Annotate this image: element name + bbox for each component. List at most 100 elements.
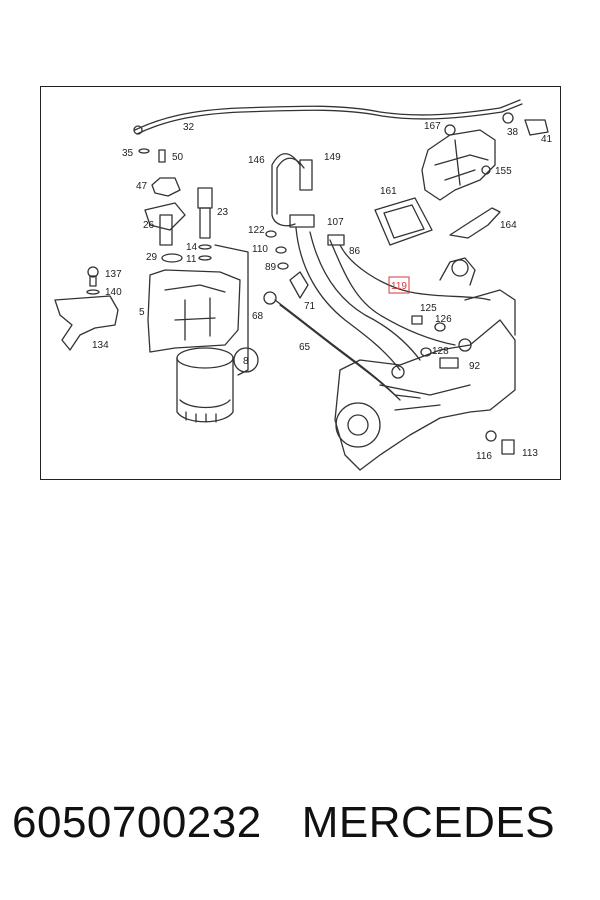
callout-92: 92	[469, 361, 481, 372]
washer-140	[86, 289, 100, 295]
callout-26: 26	[143, 220, 155, 231]
diagram-frame	[40, 86, 561, 480]
callout-125: 125	[420, 303, 437, 314]
seal-35	[138, 148, 150, 154]
fitting-35	[133, 125, 143, 135]
callout-11: 11	[186, 254, 197, 265]
gasket-161-inner	[383, 204, 425, 239]
washer-116	[485, 430, 497, 442]
callout-29: 29	[146, 252, 158, 263]
callout-110: 110	[252, 244, 268, 255]
callout-5: 5	[139, 307, 145, 318]
callout-155: 155	[495, 166, 512, 177]
seal-126	[434, 322, 446, 332]
pump-flange	[335, 402, 381, 448]
fuel-line-d	[339, 244, 491, 301]
filter-housing-5-detail	[164, 284, 226, 341]
bolt-137-shank	[89, 275, 97, 287]
fitting-155	[481, 165, 491, 175]
pump-flange-inner	[347, 414, 369, 436]
governor-155	[421, 129, 496, 201]
callout-89: 89	[265, 262, 277, 273]
callout-circle-8	[233, 347, 259, 373]
banjo-fitting	[391, 365, 405, 379]
part-167	[444, 124, 456, 136]
callout-86: 86	[349, 246, 361, 257]
valve-26	[159, 214, 173, 246]
fuel-line-a	[295, 227, 401, 371]
valve-149	[299, 159, 313, 191]
callout-38: 38	[507, 127, 519, 138]
callout-68: 68	[252, 311, 264, 322]
fitting-23-lower	[199, 207, 211, 239]
bracket-134	[54, 295, 119, 351]
fuel-line-c	[329, 239, 456, 346]
bracket-26	[144, 202, 186, 231]
callout-116: 116	[476, 451, 492, 462]
filter-cartridge-top	[176, 347, 234, 369]
seal-89	[277, 262, 289, 270]
callout-47: 47	[136, 181, 148, 192]
seal-128	[420, 347, 432, 357]
banjo-bolt-50	[158, 149, 166, 163]
filter-cartridge	[176, 357, 234, 423]
callout-119: 119	[391, 281, 407, 292]
callout-167: 167	[424, 121, 441, 132]
return-line-32	[134, 99, 521, 131]
caption: 6050700232 MERCEDES	[12, 798, 592, 848]
callout-119-box	[388, 276, 410, 294]
callout-35: 35	[122, 148, 134, 159]
clip-41	[524, 119, 549, 136]
fitting-86	[327, 234, 345, 246]
bolt-137	[87, 266, 99, 278]
bracket-164	[449, 207, 501, 239]
washer-14	[198, 244, 212, 250]
callout-50: 50	[172, 152, 184, 163]
callout-113: 113	[522, 448, 538, 459]
callout-71: 71	[304, 301, 316, 312]
pump-body-detail	[379, 289, 516, 411]
tee-107	[289, 214, 315, 228]
filter-housing-5	[147, 269, 241, 353]
plug-113	[501, 439, 515, 455]
callout-23: 23	[217, 207, 229, 218]
filter-cartridge-ribs	[179, 399, 231, 423]
callout-164: 164	[500, 220, 517, 231]
hose-146	[271, 153, 301, 227]
bracket-8	[214, 244, 249, 376]
seal-29	[161, 253, 183, 263]
injection-pump	[334, 319, 516, 471]
clip-47	[151, 177, 181, 197]
fitting-125	[411, 315, 423, 325]
banjo-fitting-2	[458, 338, 472, 352]
callout-122: 122	[248, 225, 265, 236]
washer-11	[198, 255, 212, 261]
callout-14: 14	[186, 242, 198, 253]
fuel-line-b	[309, 231, 421, 361]
return-line-32-inner	[136, 103, 523, 135]
clip-71	[289, 271, 309, 299]
seal-122	[265, 230, 277, 238]
gasket-161	[374, 197, 433, 246]
callout-107: 107	[327, 217, 344, 228]
callout-41: 41	[541, 134, 553, 145]
callout-32: 32	[183, 122, 195, 133]
callout-128: 128	[432, 346, 449, 357]
callout-149: 149	[324, 152, 341, 163]
pump-top	[439, 257, 476, 286]
callout-161: 161	[380, 186, 397, 197]
fitting-68	[263, 291, 277, 305]
hose-146-inner	[276, 157, 305, 215]
fitting-23	[197, 187, 213, 209]
callout-146: 146	[248, 155, 265, 166]
part-38	[502, 112, 514, 124]
governor-155-detail	[434, 139, 489, 186]
fuel-line-65	[274, 299, 421, 399]
pump-cap	[451, 259, 469, 277]
callout-134: 134	[92, 340, 109, 351]
seal-110	[275, 246, 287, 254]
part-number: 6050700232	[12, 798, 262, 847]
parts-diagram: 32 35 50 47 26 23 29 14 11 146 149 122 1…	[40, 86, 561, 480]
brand-name: MERCEDES	[301, 798, 556, 847]
callout-140: 140	[105, 287, 122, 298]
